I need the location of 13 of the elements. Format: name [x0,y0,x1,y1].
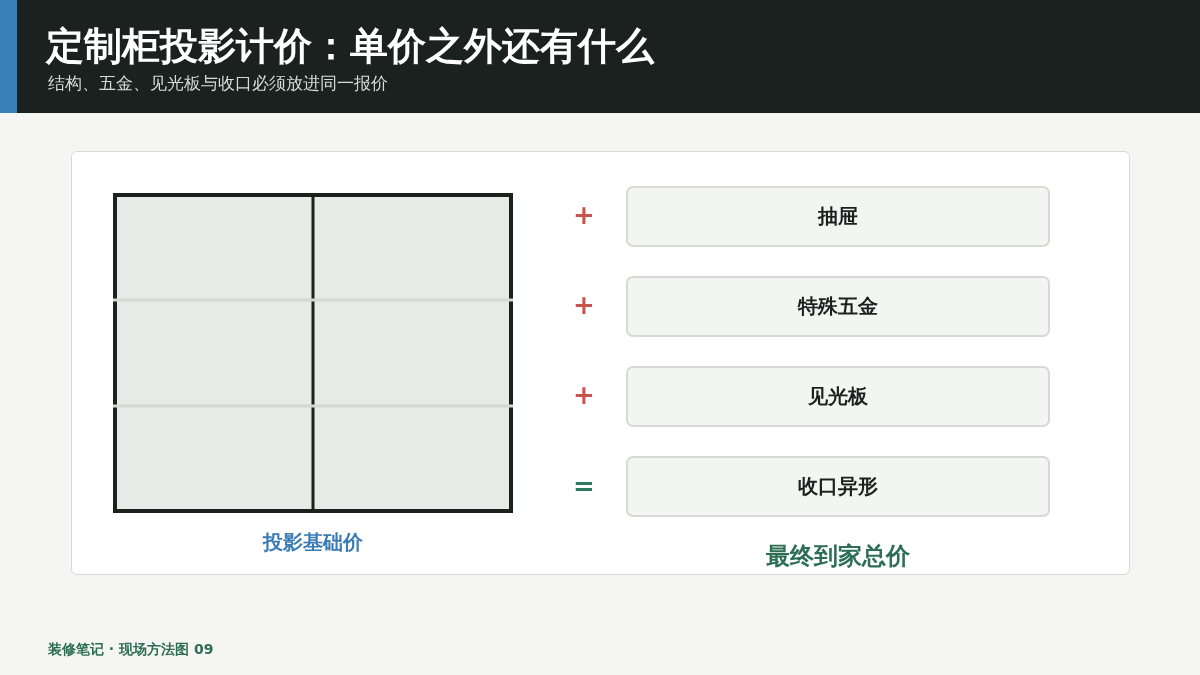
title: 定制柜投影计价：单价之外还有什么 [46,23,654,70]
math-operator: + [573,200,595,232]
math-operator: + [573,290,595,322]
cost-item-box: 收口异形 [626,456,1050,517]
cost-item-box: 特殊五金 [626,276,1050,337]
math-operator: = [573,471,595,503]
total-label: 最终到家总价 [766,541,910,571]
cost-item-box: 见光板 [626,366,1050,427]
picture-caption: 投影基础价 [263,528,363,556]
cost-item-box: 抽屉 [626,186,1050,247]
footer-note: 装修笔记 · 现场方法图 09 [48,641,214,658]
math-operator: + [573,380,595,412]
subtitle: 结构、五金、见光板与收口必须放进同一报价 [48,73,388,94]
